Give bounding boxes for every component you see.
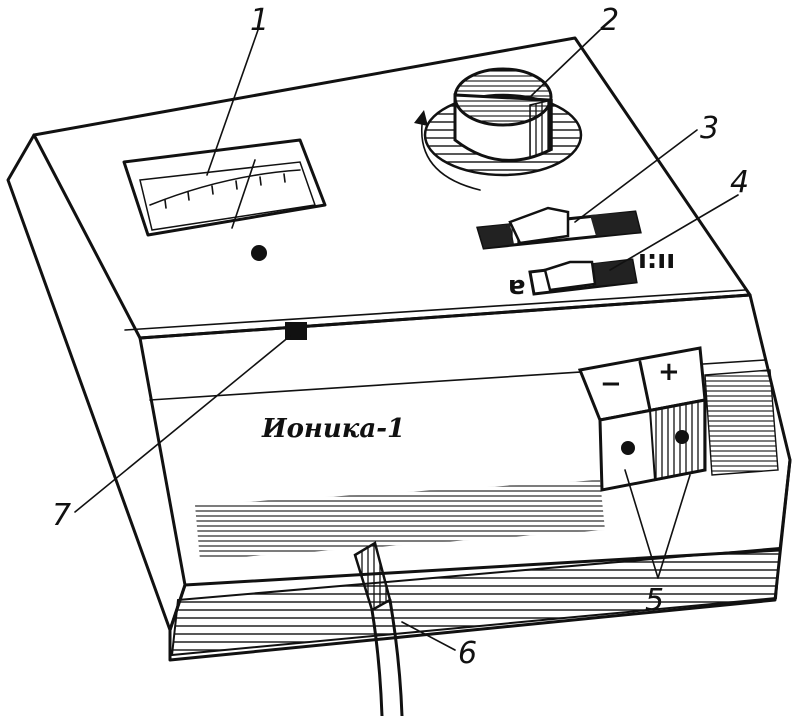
plus-label: + xyxy=(658,357,680,387)
meter-ticks xyxy=(164,173,286,209)
svg-text:ɐ: ɐ xyxy=(508,271,526,301)
toggle-switch-3[interactable] xyxy=(476,206,642,250)
brand-label: Ионика-1 xyxy=(261,414,405,444)
minus-label: − xyxy=(600,369,622,399)
callout-7: 7 xyxy=(52,498,71,533)
callout-6: 6 xyxy=(458,636,477,671)
leader-lines xyxy=(74,29,739,651)
analog-meter xyxy=(122,138,327,237)
callout-1: 1 xyxy=(250,3,269,38)
right-vent xyxy=(704,369,779,476)
callout-4: 4 xyxy=(730,165,749,200)
terminal-block[interactable]: − + xyxy=(577,346,707,492)
callout-3: 3 xyxy=(700,111,719,146)
indicator-lamp xyxy=(251,245,267,261)
device-body xyxy=(6,36,792,662)
plus-socket xyxy=(675,430,689,444)
rotary-knob[interactable] xyxy=(414,67,583,191)
meter-needle xyxy=(231,159,256,229)
power-cable xyxy=(353,541,404,716)
front-vent xyxy=(195,480,605,560)
callout-5: 5 xyxy=(645,583,664,618)
minus-socket xyxy=(621,441,635,455)
toggle-switch-4[interactable]: ɐ ı:ıı xyxy=(508,245,675,301)
base-ribbing xyxy=(170,546,782,657)
rotation-arrow-icon xyxy=(414,110,428,126)
callout-2: 2 xyxy=(600,3,619,38)
